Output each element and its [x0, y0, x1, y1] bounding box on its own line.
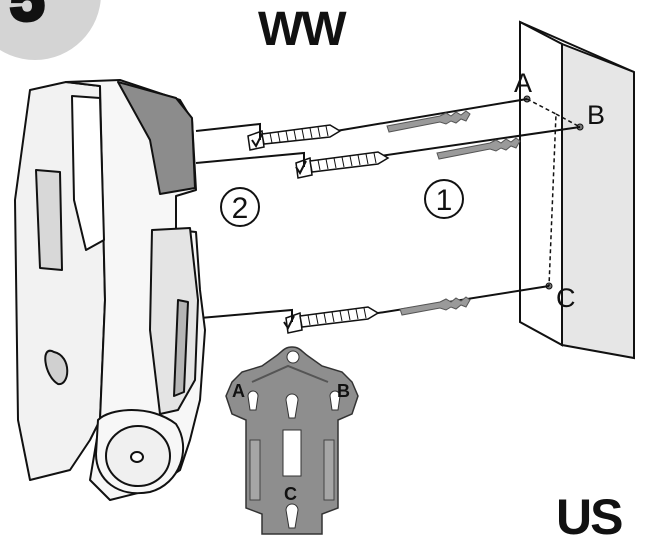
wall-anchor-top — [386, 110, 471, 133]
wall — [519, 20, 635, 360]
step-badge: 5 — [0, 0, 101, 60]
step-1-label: 1 — [436, 184, 453, 217]
region-label-us: US — [556, 489, 623, 545]
alignment-guide — [526, 98, 581, 287]
step-number: 5 — [10, 0, 44, 34]
screw-top — [247, 124, 342, 151]
bracket-label-a: A — [232, 381, 245, 401]
point-label-c: C — [556, 283, 576, 313]
step-1-badge: 1 — [424, 179, 464, 219]
wall-anchor-bottom — [399, 296, 471, 316]
screw-middle — [295, 151, 390, 179]
step-2-badge: 2 — [220, 187, 260, 227]
bracket-label-c: C — [284, 484, 297, 504]
screw-bottom — [285, 306, 380, 334]
region-label-ww: WW — [258, 3, 347, 56]
step-2-label: 2 — [232, 192, 249, 225]
device-illustration — [14, 79, 206, 501]
point-label-b: B — [587, 100, 605, 130]
point-label-a: A — [514, 68, 532, 98]
mounting-bracket — [225, 346, 359, 535]
bracket-label-b: B — [337, 381, 350, 401]
depth-indicators — [195, 122, 307, 330]
wall-anchor-middle — [436, 137, 521, 160]
